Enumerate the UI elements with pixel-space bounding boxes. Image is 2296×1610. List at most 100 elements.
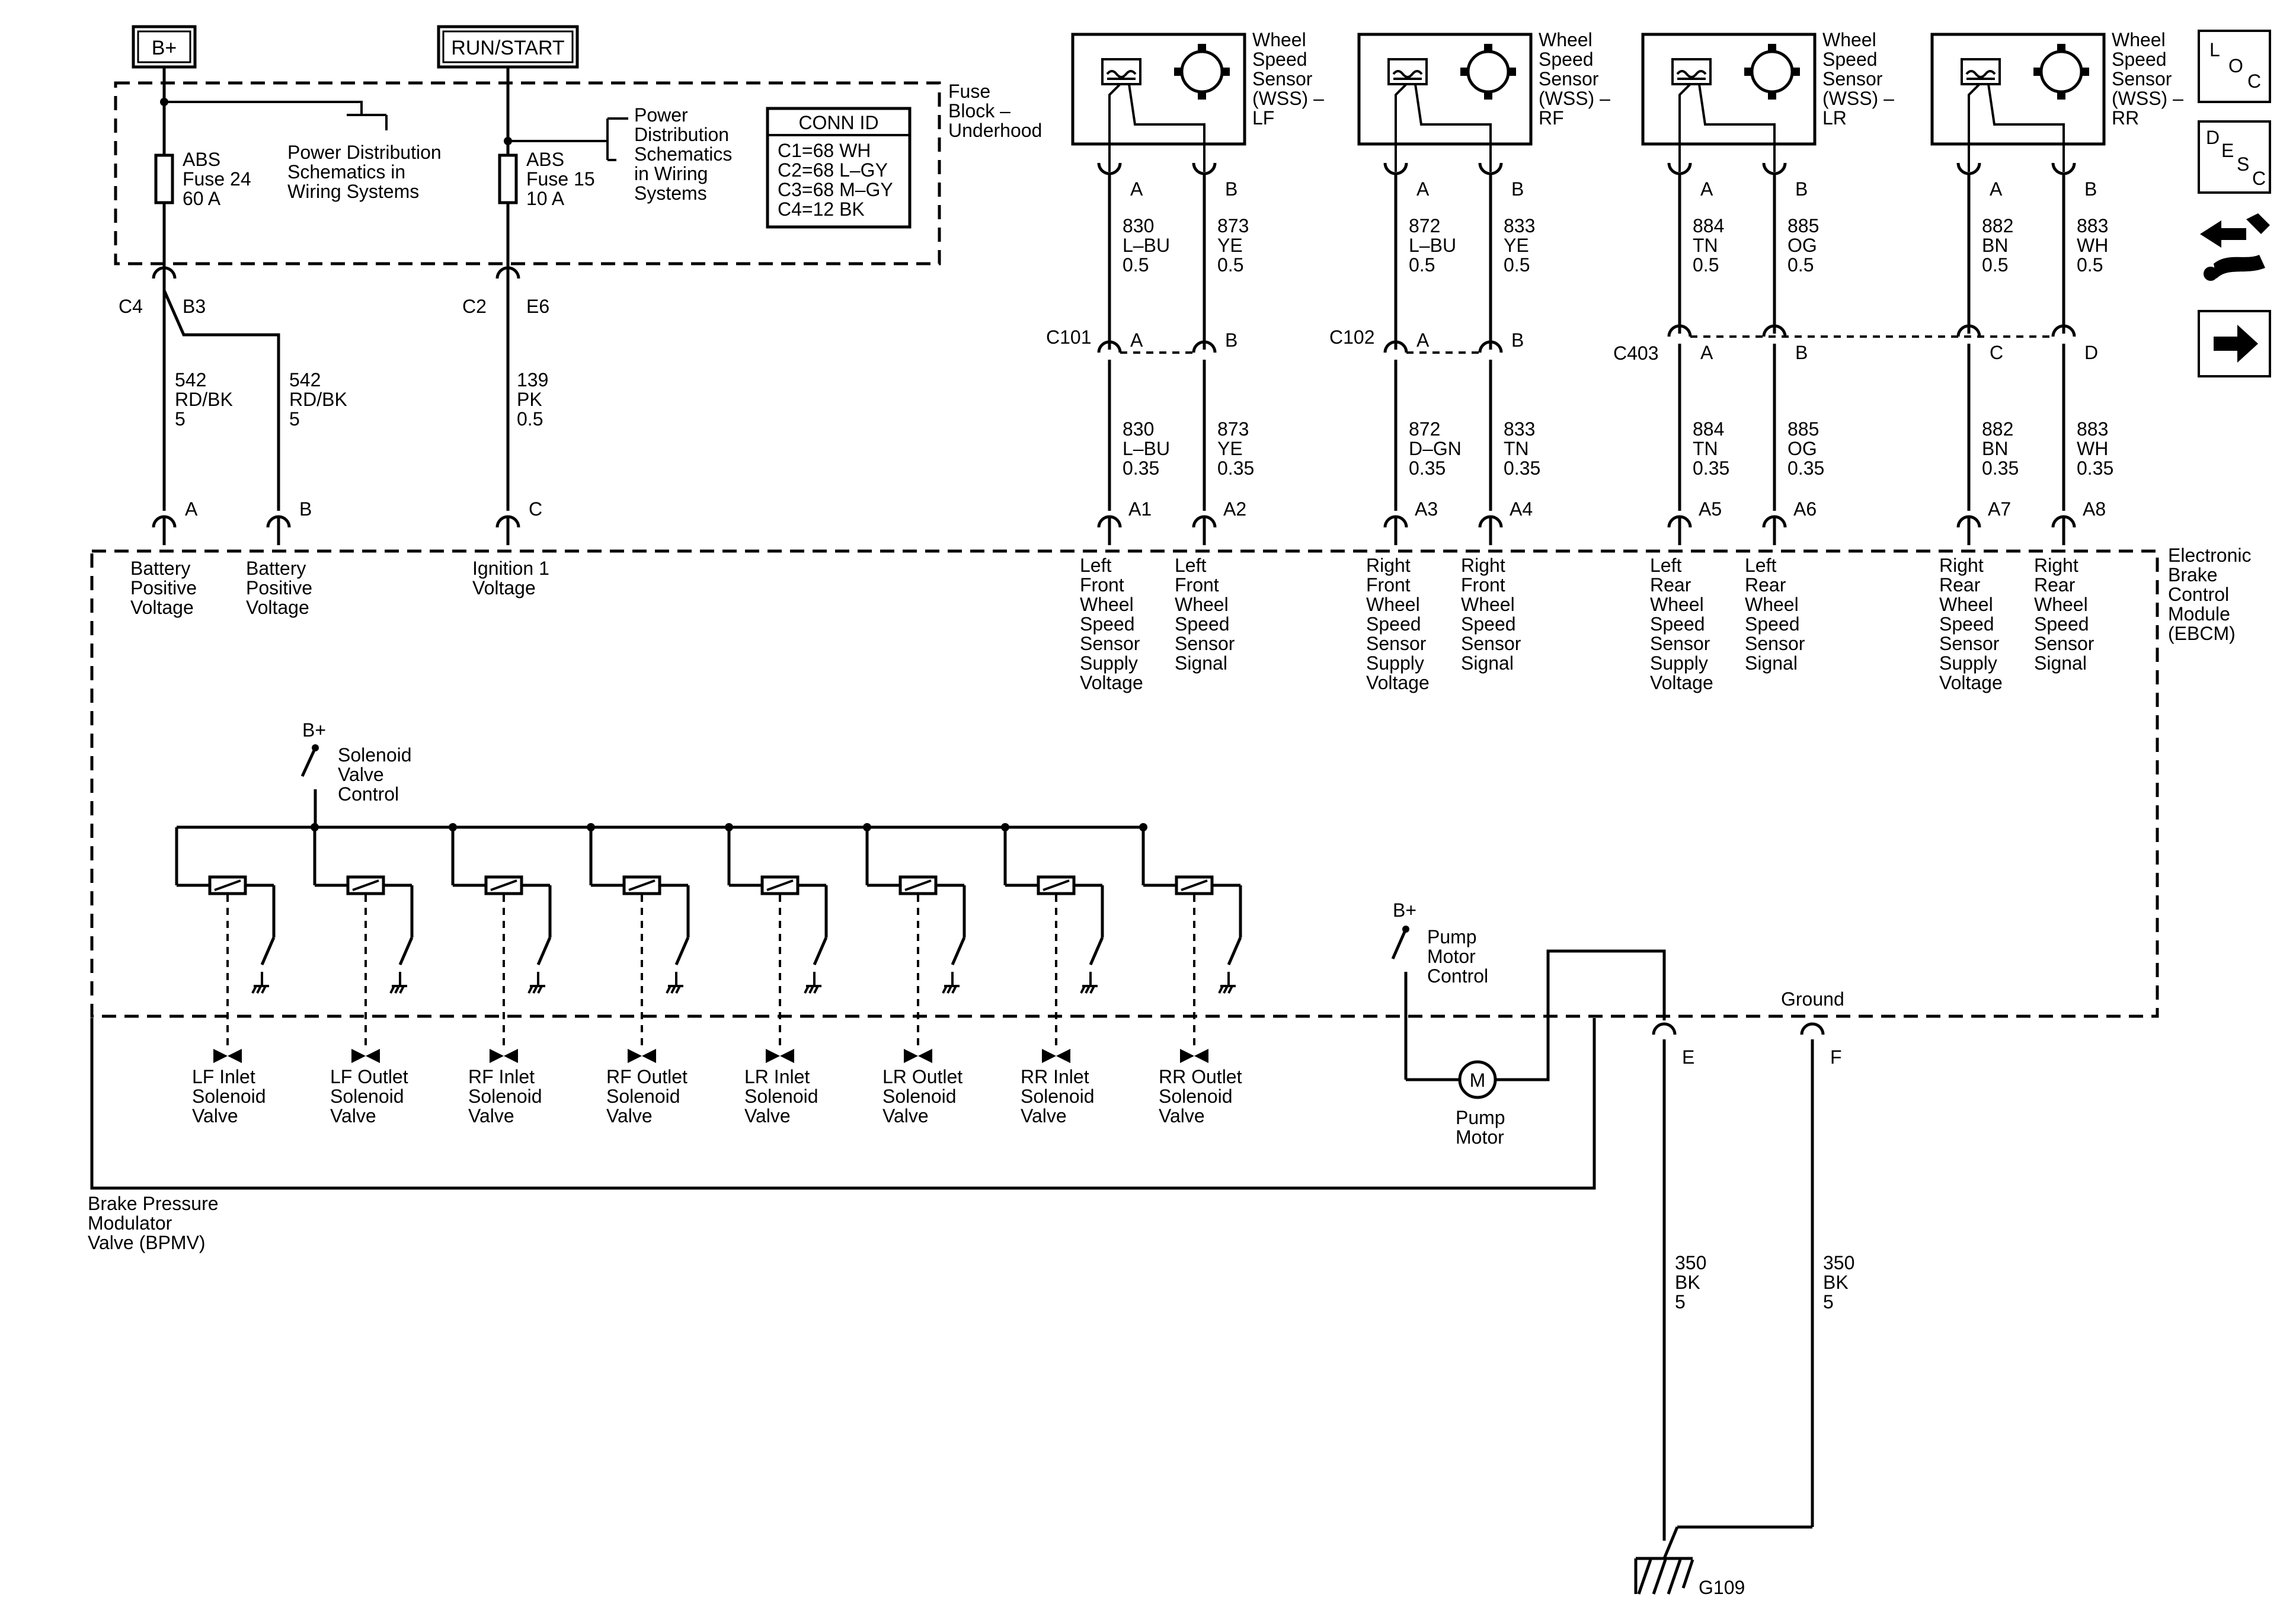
g109-label: G109 — [1699, 1577, 1745, 1598]
inline-pin-b: B — [1225, 329, 1237, 351]
ebcm-pin-label: A6 — [1793, 498, 1817, 520]
wire-542-a: 542 RD/BK 5 — [175, 369, 238, 430]
valve-icon — [766, 1049, 780, 1063]
ebcm-pin-f: F — [1830, 1046, 1842, 1068]
abs-fuse-15 — [498, 153, 518, 204]
connector-c4-b3 — [152, 266, 177, 279]
ebcm-pin-label: A4 — [1510, 498, 1533, 520]
pump-bplus: B+ — [1393, 900, 1416, 921]
svg-text:C: C — [2252, 168, 2266, 189]
inline-pin: A — [1700, 342, 1713, 363]
sensor-pin-b: B — [2084, 178, 2097, 200]
ebcm-pin-label: A7 — [1988, 498, 2011, 520]
conn-id-table: CONN ID C1=68 WH C2=68 L–GY C3=68 M–GY C… — [766, 107, 912, 229]
ebcm-pin-label: A3 — [1415, 498, 1438, 520]
sensor-pin-b: B — [1225, 178, 1237, 200]
svg-text:C1=68 WH: C1=68 WH — [778, 140, 871, 161]
ebcm-pin-label: A2 — [1223, 498, 1246, 520]
loc-icon[interactable]: L O C — [2198, 30, 2271, 103]
inline-pin-b: B — [1511, 329, 1524, 351]
valve-icon — [1180, 1049, 1194, 1063]
sensor-pin-a: A — [1416, 178, 1430, 200]
battery-positive-voltage-b: Battery Positive Voltage — [246, 558, 318, 618]
pds-reference-2: Power Distribution Schematics in Wiring … — [634, 104, 737, 204]
ebcm-pin-label: A1 — [1128, 498, 1152, 520]
ebcm-pin-label: A5 — [1699, 498, 1722, 520]
ebcm-pin-b: B — [299, 498, 312, 520]
svg-text:C: C — [2247, 71, 2261, 92]
runstart-label: RUN/START — [451, 37, 564, 59]
ebcm-pin-a: A — [185, 498, 198, 520]
svg-text:C2=68 L–GY: C2=68 L–GY — [778, 159, 888, 181]
valve-icon — [351, 1049, 366, 1063]
pump-motor-label: Pump Motor — [1456, 1107, 1510, 1148]
bplus-label: B+ — [152, 37, 177, 59]
svg-text:M: M — [1470, 1070, 1486, 1091]
desc-icon[interactable]: D E S C — [2198, 120, 2271, 194]
ground-label: Ground — [1781, 988, 1844, 1010]
next-arrow-icon[interactable] — [2198, 310, 2271, 377]
c2-label: C2 — [462, 296, 487, 317]
solenoid-valve-control-label: Solenoid Valve Control — [338, 744, 417, 805]
wire-139: 139 PK 0.5 — [517, 369, 554, 430]
pump-motor-control: B+ Pump Motor Control M Pump Motor — [1391, 900, 1677, 1148]
inline-pin: C — [1990, 342, 2003, 363]
valve-icon — [1042, 1049, 1056, 1063]
svg-text:O: O — [2228, 55, 2243, 76]
sensor-pin-a: A — [1990, 178, 2003, 200]
e6-label: E6 — [526, 296, 549, 317]
solenoid-valve-control: B+ Solenoid Valve Control — [177, 719, 1143, 829]
fuse-block-outline — [114, 81, 941, 265]
sensor-pin-a: A — [1700, 178, 1713, 200]
inline-pin: B — [1795, 342, 1808, 363]
c403-label: C403 — [1613, 343, 1659, 364]
svg-text:E: E — [2221, 140, 2234, 161]
solenoid-bplus: B+ — [302, 719, 326, 741]
sensor-pin-a: A — [1130, 178, 1143, 200]
abs-fuse-15-label: ABS Fuse 15 10 A — [526, 149, 600, 209]
svg-text:C3=68 M–GY: C3=68 M–GY — [778, 179, 893, 200]
abs-fuse-24-label: ABS Fuse 24 60 A — [183, 149, 257, 209]
ebcm-outline — [90, 549, 2159, 1018]
inline-pin: D — [2084, 342, 2098, 363]
ebcm-title: Electronic Brake Control Module (EBCM) — [2168, 545, 2256, 644]
inline-pin-a: A — [1130, 329, 1143, 351]
bplus-source: B+ — [132, 25, 197, 69]
wire-350-f: 350 BK 5 — [1823, 1252, 1860, 1313]
connector-tool-icon[interactable] — [2200, 213, 2270, 281]
valve-icon — [904, 1049, 918, 1063]
